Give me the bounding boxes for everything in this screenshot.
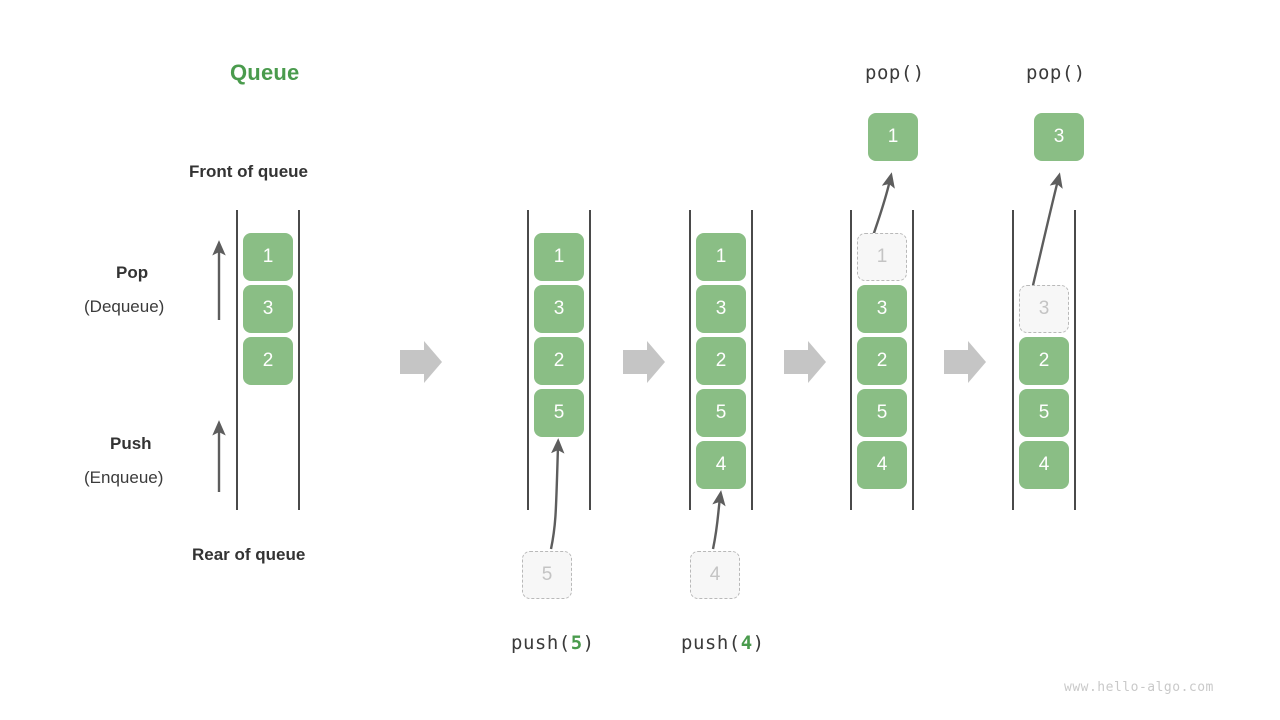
queue-cell[interactable]: 2 [696,337,746,385]
push-5-arg: 5 [570,632,583,654]
queue-cell-ghost: 1 [857,233,907,281]
transition-arrow-2 [623,341,665,383]
push-5-caption: push(5) [511,632,595,654]
queue-cell[interactable]: 1 [696,233,746,281]
push-4-arrow [711,490,726,550]
watermark: www.hello-algo.com [1064,680,1214,695]
pop-label: Pop [116,263,149,282]
queue-wall-left-col1 [527,210,529,510]
queue-cell[interactable]: 3 [696,285,746,333]
queue-wall-left-col0 [236,210,238,510]
push-4-arg: 4 [740,632,753,654]
queue-cell[interactable]: 5 [1019,389,1069,437]
queue-cell[interactable]: 4 [1019,441,1069,489]
pop-1-caption: pop() [865,62,925,84]
transition-arrow-1 [400,341,442,383]
queue-cell[interactable]: 2 [857,337,907,385]
queue-wall-right-col2 [751,210,753,510]
queue-wall-right-col1 [589,210,591,510]
push-4-suffix: ) [752,632,765,654]
queue-cell[interactable]: 3 [857,285,907,333]
queue-cell[interactable]: 3 [243,285,293,333]
popped-cell[interactable]: 3 [1034,113,1084,161]
queue-cell[interactable]: 1 [243,233,293,281]
enqueue-label: (Enqueue) [84,468,164,487]
queue-wall-left-col3 [850,210,852,510]
queue-cell[interactable]: 3 [534,285,584,333]
transition-arrow-3 [784,341,826,383]
queue-cell[interactable]: 2 [1019,337,1069,385]
incoming-ghost-cell: 4 [690,551,740,599]
pop-3-arrow [1028,172,1063,299]
push-label: Push [110,434,152,453]
push-5-arrow [549,438,565,550]
queue-cell[interactable]: 5 [857,389,907,437]
rear-of-queue-label: Rear of queue [192,545,306,564]
queue-cell[interactable]: 2 [243,337,293,385]
transition-arrow-4 [944,341,986,383]
front-of-queue-label: Front of queue [189,162,308,181]
push-5-prefix: push( [511,632,571,654]
page-title: Queue [230,60,300,85]
incoming-ghost-cell: 5 [522,551,572,599]
queue-cell[interactable]: 1 [534,233,584,281]
push-5-suffix: ) [582,632,595,654]
queue-cell[interactable]: 4 [696,441,746,489]
popped-cell[interactable]: 1 [868,113,918,161]
queue-wall-right-col0 [298,210,300,510]
queue-wall-right-col3 [912,210,914,510]
queue-cell-ghost: 3 [1019,285,1069,333]
queue-cell[interactable]: 2 [534,337,584,385]
queue-wall-left-col2 [689,210,691,510]
queue-cell[interactable]: 5 [534,389,584,437]
pop-3-caption: pop() [1026,62,1086,84]
queue-cell[interactable]: 5 [696,389,746,437]
dequeue-label: (Dequeue) [84,297,165,316]
queue-cell[interactable]: 4 [857,441,907,489]
queue-wall-right-col4 [1074,210,1076,510]
queue-wall-left-col4 [1012,210,1014,510]
push-4-prefix: push( [681,632,741,654]
push-4-caption: push(4) [681,632,765,654]
